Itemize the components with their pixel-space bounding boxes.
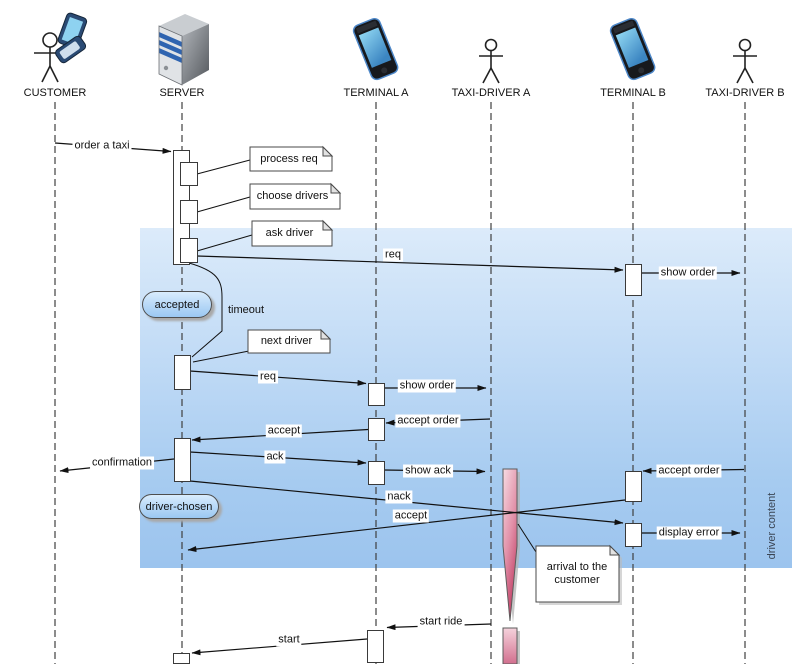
message-label-start: start — [276, 633, 302, 647]
actor-label-taxi-driver-b: TAXI-DRIVER B — [705, 87, 785, 99]
note-connector-next-driver — [192, 350, 250, 363]
message-line-req-to-terminal-b — [196, 255, 624, 273]
note-ask-driver — [251, 220, 333, 247]
note-fold-icon — [330, 182, 342, 194]
message-label-confirmation: confirmation — [90, 456, 154, 470]
actor-label-server: SERVER — [159, 87, 205, 99]
activation-terminal-b-show — [625, 264, 642, 296]
note-fold-icon — [609, 544, 621, 556]
server-icon — [158, 14, 209, 86]
message-label-accept-b: accept — [392, 509, 430, 523]
note-process-req — [249, 146, 333, 172]
duration-bar — [502, 627, 518, 664]
person-icon — [479, 38, 503, 84]
activation-terminal-a-show — [368, 383, 385, 406]
note-connector-arrival — [517, 523, 537, 553]
note-connector-process-req — [196, 159, 251, 175]
actor-label-customer: CUSTOMER — [23, 87, 87, 99]
note-fold-icon — [320, 328, 332, 340]
note-text-arrival: arrival to the customer — [546, 561, 608, 586]
message-label-show-order-a: show order — [397, 379, 457, 393]
message-line-req-to-terminal-a — [189, 370, 367, 386]
message-label-accept-order-a: accept order — [395, 414, 461, 428]
state-accepted: accepted — [142, 291, 212, 318]
activation-terminal-a-ack — [368, 461, 385, 485]
message-label-accept-a: accept — [265, 424, 303, 438]
message-label-req-b: req — [383, 248, 403, 262]
smartphone-icon — [352, 18, 399, 81]
duration-arrow — [502, 468, 518, 622]
person-icon — [733, 38, 757, 84]
timeout-transition-line — [188, 262, 223, 358]
activation-terminal-b-error — [625, 523, 642, 547]
message-label-show-ack: show ack — [403, 464, 453, 478]
note-choose-drivers — [249, 183, 341, 210]
actor-label-taxi-driver-a: TAXI-DRIVER A — [451, 87, 531, 99]
activation-terminal-b-accept — [625, 471, 642, 502]
note-connector-choose-drivers — [196, 196, 251, 213]
smartphone-icon — [609, 18, 656, 81]
customer-phone-icon — [34, 12, 88, 83]
message-label-order-a-taxi: order a taxi — [72, 139, 132, 153]
message-label-show-order-b: show order — [658, 266, 718, 280]
state-driver-chosen: driver-chosen — [139, 494, 219, 519]
message-label-ack: ack — [264, 450, 286, 464]
message-label-req-a: req — [258, 370, 278, 384]
message-label-nack: nack — [385, 490, 413, 504]
activation-terminal-a-start — [367, 630, 384, 663]
message-line-accept-from-b — [187, 499, 626, 553]
note-text-process-req: process req — [260, 152, 318, 165]
activation-server-ask — [180, 238, 198, 263]
note-text-choose-drivers: choose drivers — [256, 190, 329, 202]
note-text-next-driver: next driver — [260, 335, 313, 347]
activation-terminal-a-accept — [368, 418, 385, 441]
note-next-driver — [247, 329, 331, 354]
driver-content-label: driver content — [766, 492, 778, 560]
timeout-label: timeout — [228, 304, 265, 316]
message-label-accept-order-b: accept order — [656, 464, 722, 478]
note-fold-icon — [322, 145, 334, 157]
actor-label-terminal-b: TERMINAL B — [600, 87, 666, 99]
activation-server-confirm — [174, 438, 191, 482]
actor-label-terminal-a: TERMINAL A — [343, 87, 409, 99]
note-text-ask-driver: ask driver — [265, 227, 314, 239]
note-connector-ask-driver — [196, 234, 253, 252]
note-arrival — [535, 545, 620, 603]
activation-server-choose — [180, 200, 198, 224]
activation-server-retry — [174, 355, 191, 390]
activation-server-process — [180, 162, 198, 186]
message-label-display-error: display error — [656, 526, 722, 540]
fragment-background — [140, 228, 792, 568]
note-fold-icon — [322, 219, 334, 231]
message-label-start-ride: start ride — [417, 615, 465, 629]
activation-server-start — [173, 653, 190, 664]
